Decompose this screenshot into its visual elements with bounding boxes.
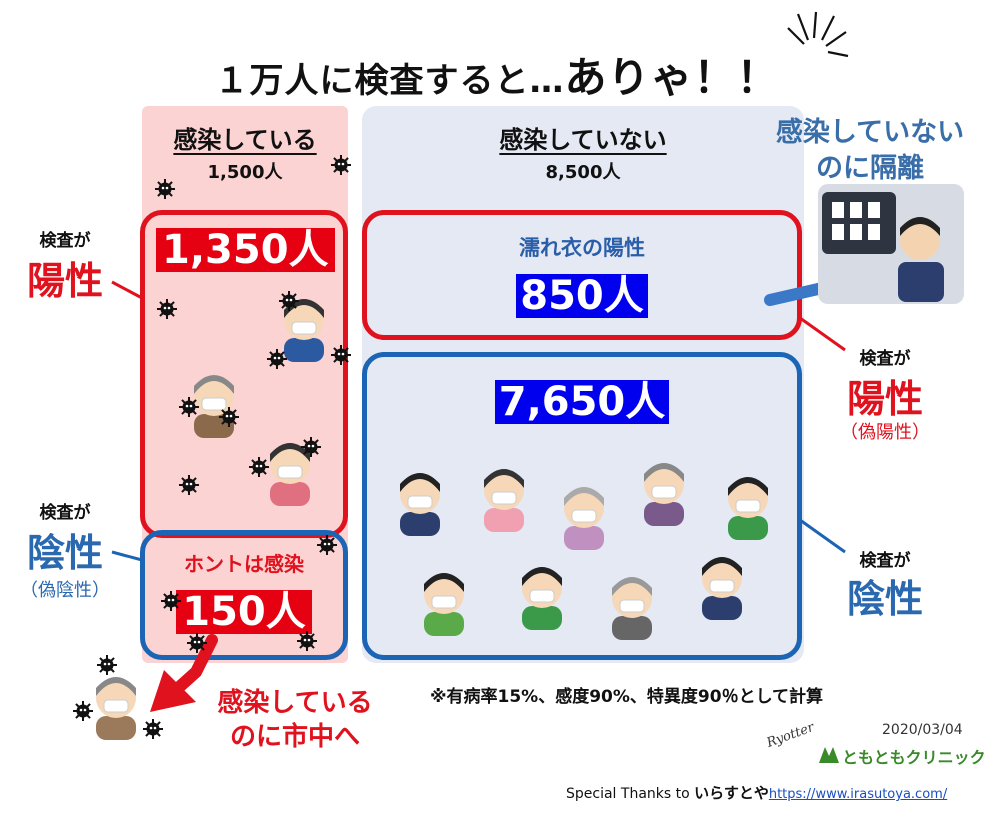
right-positive-prefix: 検査が (859, 349, 911, 369)
person-icon (484, 469, 524, 532)
virus-icon (157, 299, 177, 319)
false-negative-value-wrap: 150人 (140, 590, 348, 634)
right-positive-note: （偽陽性） (840, 422, 930, 443)
footnote: ※有病率15%、感度90%、特異度90％として計算 (430, 687, 824, 707)
false-positive-label: 濡れ衣の陽性 (519, 236, 645, 260)
credit-prefix: Special Thanks to (566, 786, 690, 802)
virus-icon (161, 591, 181, 611)
true-positive-value: 1,350人 (156, 228, 335, 272)
person-icon (400, 473, 440, 536)
virus-icon (187, 633, 207, 653)
virus-icon (267, 349, 287, 369)
person-icon (270, 443, 310, 506)
false-positive-value-wrap: 850人 (362, 274, 802, 318)
person-icon (702, 557, 742, 620)
false-negative-box (140, 530, 348, 660)
connector-left-positive (111, 280, 143, 300)
title-main: １万人に検査すると… (214, 61, 565, 101)
not-infected-count: 8,500人 (545, 162, 621, 183)
burst-icon (787, 11, 849, 58)
right-positive-main: 陽性 (846, 377, 923, 421)
clinic-logo-icon (819, 747, 839, 763)
released-line1: 感染している (217, 688, 373, 718)
false-negative-label: ホントは感染 (184, 552, 304, 576)
virus-icon (331, 155, 351, 175)
false-positive-box (362, 210, 802, 340)
not-infected-header: 感染していない (499, 126, 667, 154)
person-icon (644, 463, 684, 526)
virus-icon (179, 475, 199, 495)
person-icon (522, 567, 562, 630)
left-negative-note: （偽陰性） (20, 580, 110, 601)
person-icon (424, 573, 464, 636)
person-icon (612, 577, 652, 640)
infected-column-bg (142, 106, 348, 663)
person-icon (564, 487, 604, 550)
left-negative-main: 陰性 (26, 531, 103, 575)
left-negative-prefix: 検査が (39, 503, 91, 523)
credit-link[interactable]: https://www.irasutoya.com/ (768, 787, 948, 802)
virus-icon (219, 407, 239, 427)
date: 2020/03/04 (882, 722, 963, 738)
infected-count: 1,500人 (207, 162, 283, 183)
true-negative-value-wrap: 7,650人 (362, 380, 802, 424)
connector-left-negative (111, 550, 143, 562)
credit: Special Thanks to いらすとやhttps://www.irasu… (566, 782, 947, 803)
person-icon (96, 677, 136, 740)
virus-icon (249, 457, 269, 477)
virus-icon (279, 291, 299, 311)
connector-right-negative (799, 518, 846, 554)
red-arrow-head (150, 670, 196, 712)
left-positive-main: 陽性 (26, 259, 103, 303)
released-line2: のに市中へ (229, 722, 360, 752)
true-negative-value: 7,650人 (494, 380, 670, 424)
virus-icon (179, 397, 199, 417)
true-positive-box (140, 210, 348, 538)
virus-icon (97, 655, 117, 675)
true-negative-box (362, 352, 802, 660)
virus-icon (301, 437, 321, 457)
clinic-name: ともともクリニック (842, 748, 986, 767)
person-icon (284, 299, 324, 362)
virus-icon (155, 179, 175, 199)
title-exclaim: ありゃ！！ (564, 53, 780, 102)
isolated-line2: のに隔離 (816, 153, 924, 184)
infected-header: 感染している (173, 126, 317, 154)
left-positive-prefix: 検査が (39, 231, 91, 251)
right-negative-prefix: 検査が (859, 551, 911, 571)
page-title: １万人に検査すると…ありゃ！！ (0, 44, 994, 105)
virus-icon (331, 345, 351, 365)
false-positive-value: 850人 (516, 274, 648, 318)
isolation-room-icon (818, 184, 964, 304)
red-arrow (170, 634, 218, 696)
person-icon (728, 477, 768, 540)
virus-icon (73, 701, 93, 721)
credit-name: いらすとや (694, 784, 769, 802)
right-negative-main: 陰性 (846, 577, 923, 621)
virus-icon (317, 535, 337, 555)
connector-right-positive (799, 316, 846, 352)
virus-icon (297, 631, 317, 651)
isolated-line1: 感染していない (775, 117, 965, 148)
false-negative-value: 150人 (176, 590, 312, 634)
virus-icon (143, 719, 163, 739)
